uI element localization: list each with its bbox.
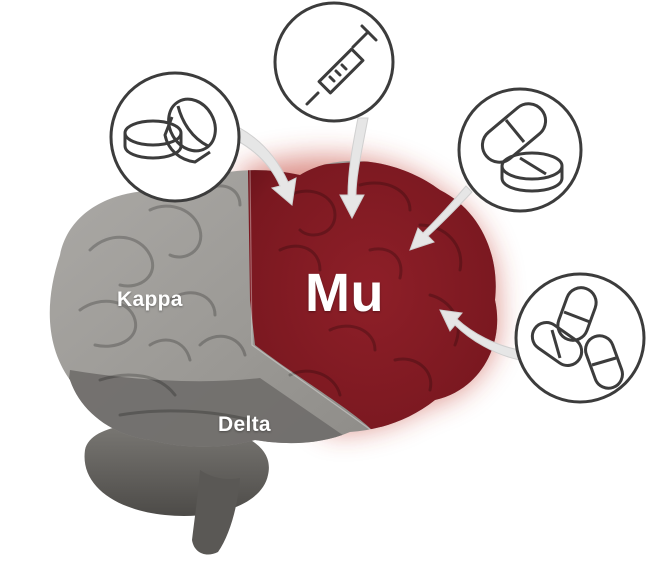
brain-stem xyxy=(192,470,240,555)
kappa-label: Kappa xyxy=(117,288,183,312)
mu-label: Mu xyxy=(305,262,384,324)
capsule-and-tablet-icon xyxy=(459,89,581,211)
tablets-icon xyxy=(111,73,239,201)
delta-label: Delta xyxy=(218,413,271,437)
syringe-icon xyxy=(275,3,393,121)
capsules-icon xyxy=(516,274,644,402)
